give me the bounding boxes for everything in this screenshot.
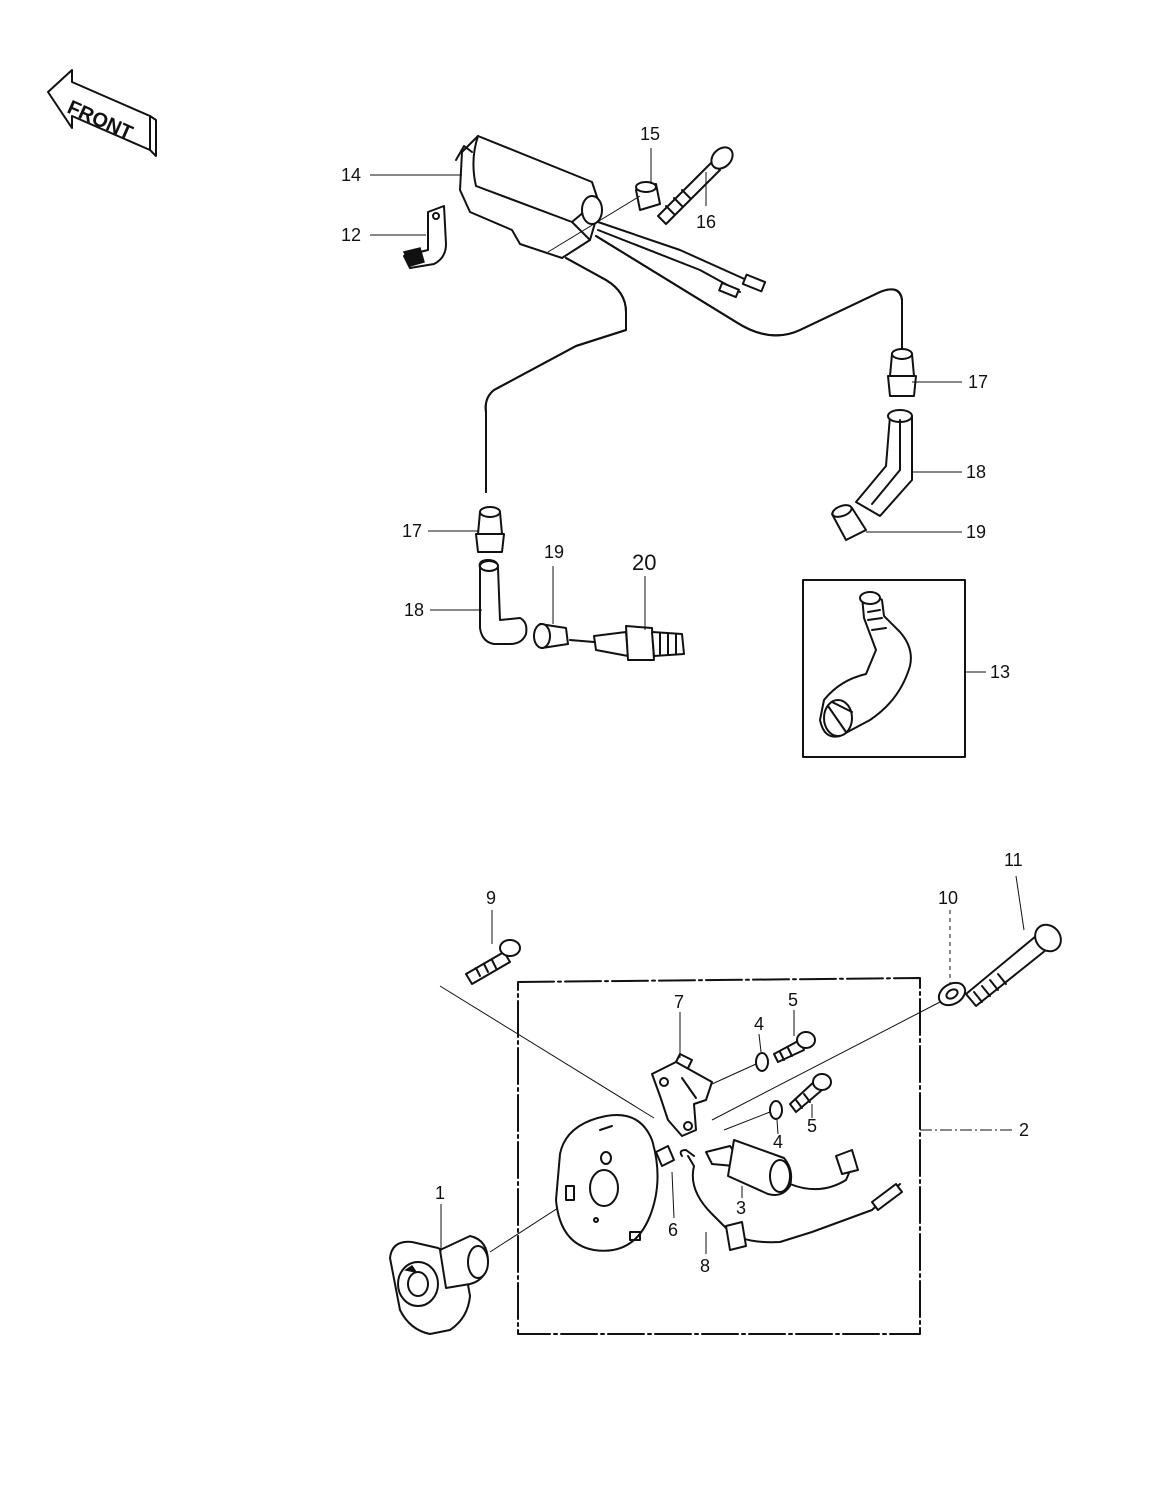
callout-6: 6 <box>668 1220 678 1240</box>
callout-19-right: 19 <box>966 522 986 542</box>
lead-wire-part <box>679 1149 903 1251</box>
coil-lead-wires <box>484 221 903 493</box>
timing-advancer-part <box>389 1235 489 1335</box>
screw-lower-part <box>789 1073 832 1113</box>
callout-1: 1 <box>435 1183 445 1203</box>
lead-clamp-part <box>402 205 447 269</box>
callout-20: 20 <box>632 550 656 575</box>
condenser-part <box>705 1139 859 1196</box>
callout-4-lower: 4 <box>773 1132 783 1152</box>
callout-11: 11 <box>1004 850 1023 870</box>
callout-10: 10 <box>938 888 958 908</box>
callout-8: 8 <box>700 1256 710 1276</box>
plug-cap-boot-left-part <box>475 506 505 553</box>
suppressor-cap-left-part <box>533 623 569 649</box>
callout-15: 15 <box>640 124 660 144</box>
callout-17-right: 17 <box>968 372 988 392</box>
callout-16: 16 <box>696 212 716 232</box>
advancer-mounting-bolt-part <box>965 923 1062 1007</box>
contact-point-part <box>651 1053 713 1137</box>
base-plate-screw-part <box>465 939 521 985</box>
lock-washer-upper-part <box>755 1052 769 1072</box>
coil-spacer-part <box>635 181 661 211</box>
callout-2: 2 <box>1019 1120 1029 1140</box>
coil-mounting-bolt-part <box>657 146 734 225</box>
callout-labels: 1 2 3 4 4 5 5 6 7 8 9 10 11 12 13 14 15 … <box>341 124 1029 1276</box>
leader-lines <box>370 148 1025 1254</box>
felt-wick-part <box>655 1145 675 1167</box>
screw-upper-part <box>773 1031 816 1063</box>
ignition-coil-part <box>455 135 603 259</box>
suppressor-cap-right-part <box>831 504 867 541</box>
callout-18-right: 18 <box>966 462 986 482</box>
contact-breaker-base-plate-part <box>555 1114 659 1252</box>
spark-plug-cap-left-part <box>478 559 528 645</box>
callout-5-lower: 5 <box>807 1116 817 1136</box>
lock-washer-lower-part <box>769 1100 783 1120</box>
callout-19-left: 19 <box>544 542 564 562</box>
callout-12: 12 <box>341 225 361 245</box>
callout-3: 3 <box>736 1198 746 1218</box>
advancer-washer-part <box>937 981 967 1007</box>
callout-5-upper: 5 <box>788 990 798 1010</box>
callout-17-left: 17 <box>402 521 422 541</box>
callout-9: 9 <box>486 888 496 908</box>
spark-plug-cap-right-part <box>855 409 913 517</box>
front-arrow-icon: FRONT <box>47 69 157 157</box>
callout-14: 14 <box>341 165 361 185</box>
plug-cap-boot-right-part <box>887 348 917 397</box>
callout-7: 7 <box>674 992 684 1012</box>
contact-breaker-assembly-box <box>517 977 921 1335</box>
callout-13: 13 <box>990 662 1010 682</box>
spark-plug-part <box>569 625 685 661</box>
callout-4-upper: 4 <box>754 1014 764 1034</box>
plug-cap-inset-box <box>802 579 966 758</box>
callout-18-left: 18 <box>404 600 424 620</box>
